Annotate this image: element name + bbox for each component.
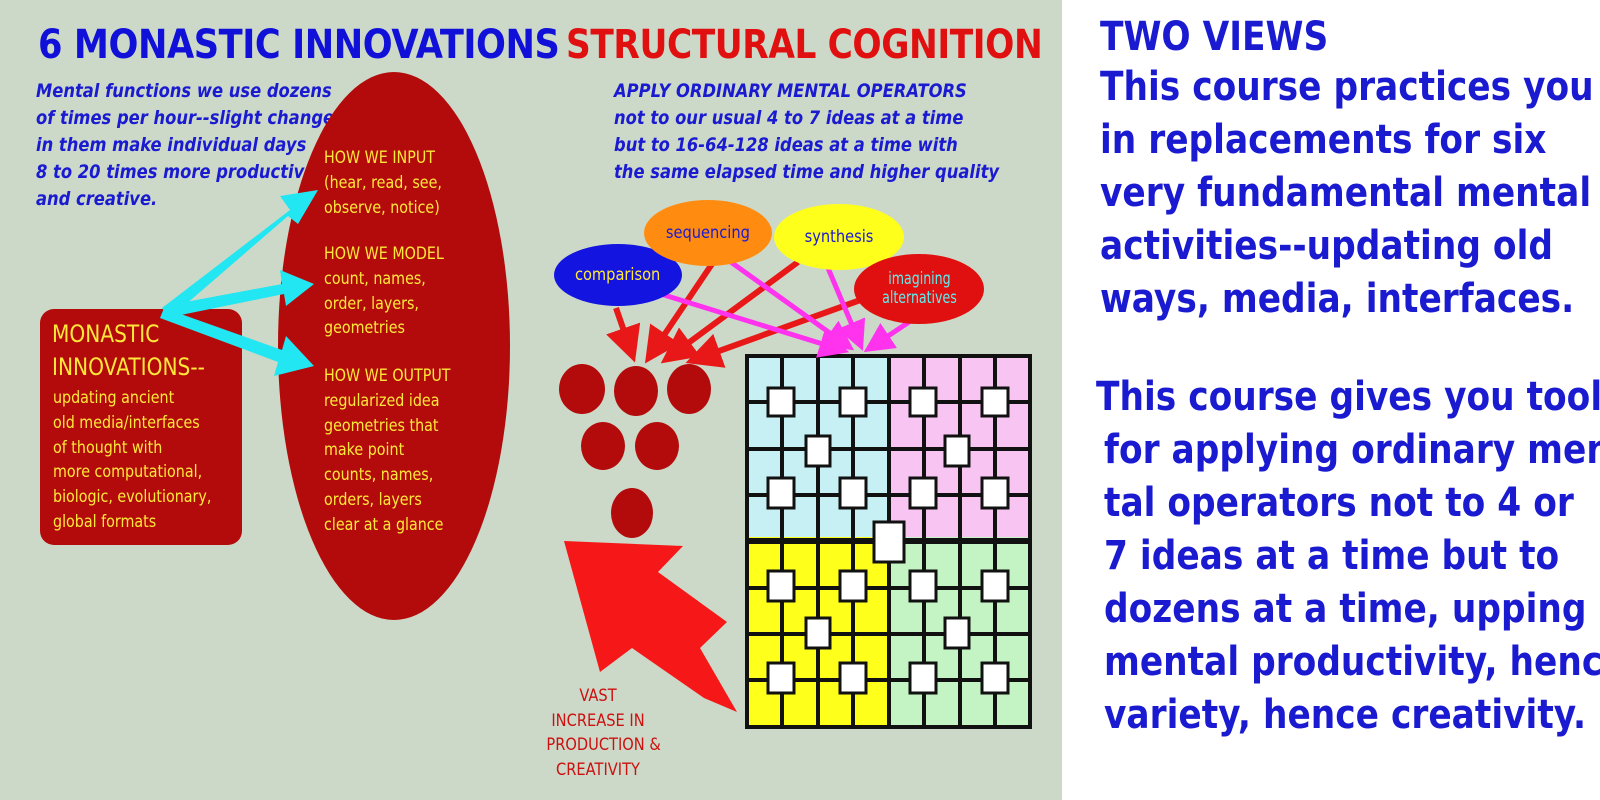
apply-line: the same elapsed time and higher quality: [614, 161, 1000, 183]
apply-line: not to our usual 4 to 7 ideas at a time: [614, 107, 964, 129]
functions-ellipse: [278, 72, 510, 620]
right-para-line: This course gives you tools: [1096, 374, 1600, 420]
intro-line: in them make individual days: [36, 134, 307, 156]
section-model: HOW WE MODEL count, names, order, layers…: [324, 244, 444, 339]
bubble-imagining-line: imagining: [887, 269, 951, 289]
intro-line: Mental functions we use dozens: [36, 80, 332, 102]
right-para-line: variety, hence creativity.: [1104, 692, 1587, 738]
monastic-title: MONASTIC INNOVATIONS--: [52, 320, 205, 381]
vast-increase-label: VAST INCREASE IN PRODUCTION & CREATIVITY: [546, 686, 661, 780]
idea-grid: [745, 354, 1032, 729]
right-para-line: for applying ordinary men-: [1104, 427, 1600, 473]
cyan-arrow-input: [162, 190, 318, 318]
grape-cluster: [559, 364, 711, 538]
right-para-line: mental productivity, hence: [1104, 639, 1600, 685]
monastic-box: [40, 309, 242, 545]
right-para-line: activities--updating old: [1100, 223, 1553, 269]
magenta-arrows: [647, 257, 914, 358]
apply-line: but to 16-64-128 ideas at a time with: [614, 134, 958, 156]
right-para-line: very fundamental mental: [1100, 170, 1592, 216]
right-para-line: in replacements for six: [1100, 117, 1547, 163]
section-input: HOW WE INPUT (hear, read, see, observe, …: [324, 148, 442, 218]
bubble-sequencing: sequencing: [644, 200, 772, 266]
right-para-line: This course practices you: [1100, 64, 1594, 110]
cyan-arrows: [160, 190, 318, 376]
two-views-heading: TWO VIEWS: [1100, 14, 1329, 60]
right-para-line: tal operators not to 4 or: [1104, 480, 1574, 526]
left-title: 6 MONASTIC INNOVATIONS: [38, 22, 560, 68]
intro-text: Mental functions we use dozens of times …: [36, 78, 344, 213]
right-para-line: 7 ideas at a time but to: [1104, 533, 1560, 579]
cyan-arrow-output: [160, 308, 314, 376]
monastic-body: updating ancient old media/interfaces of…: [53, 388, 212, 532]
bubble-imagining-line: alternatives: [881, 288, 957, 308]
apply-line: APPLY ORDINARY MENTAL OPERATORS: [614, 80, 967, 102]
right-title: STRUCTURAL COGNITION: [566, 22, 1043, 68]
section-output: HOW WE OUTPUT regularized idea geometrie…: [324, 366, 451, 535]
big-red-arrow: [564, 541, 737, 712]
intro-line: 8 to 20 times more productive: [36, 161, 316, 183]
bubble-imagining: imagining alternatives: [854, 254, 984, 324]
intro-line: of times per hour--slight changes: [36, 107, 344, 129]
apply-text: APPLY ORDINARY MENTAL OPERATORS not to o…: [614, 78, 1000, 186]
cyan-arrow-model: [164, 270, 314, 318]
right-para-line: dozens at a time, upping: [1104, 586, 1587, 632]
intro-line: and creative.: [36, 188, 158, 210]
right-para-line: ways, media, interfaces.: [1100, 276, 1575, 322]
